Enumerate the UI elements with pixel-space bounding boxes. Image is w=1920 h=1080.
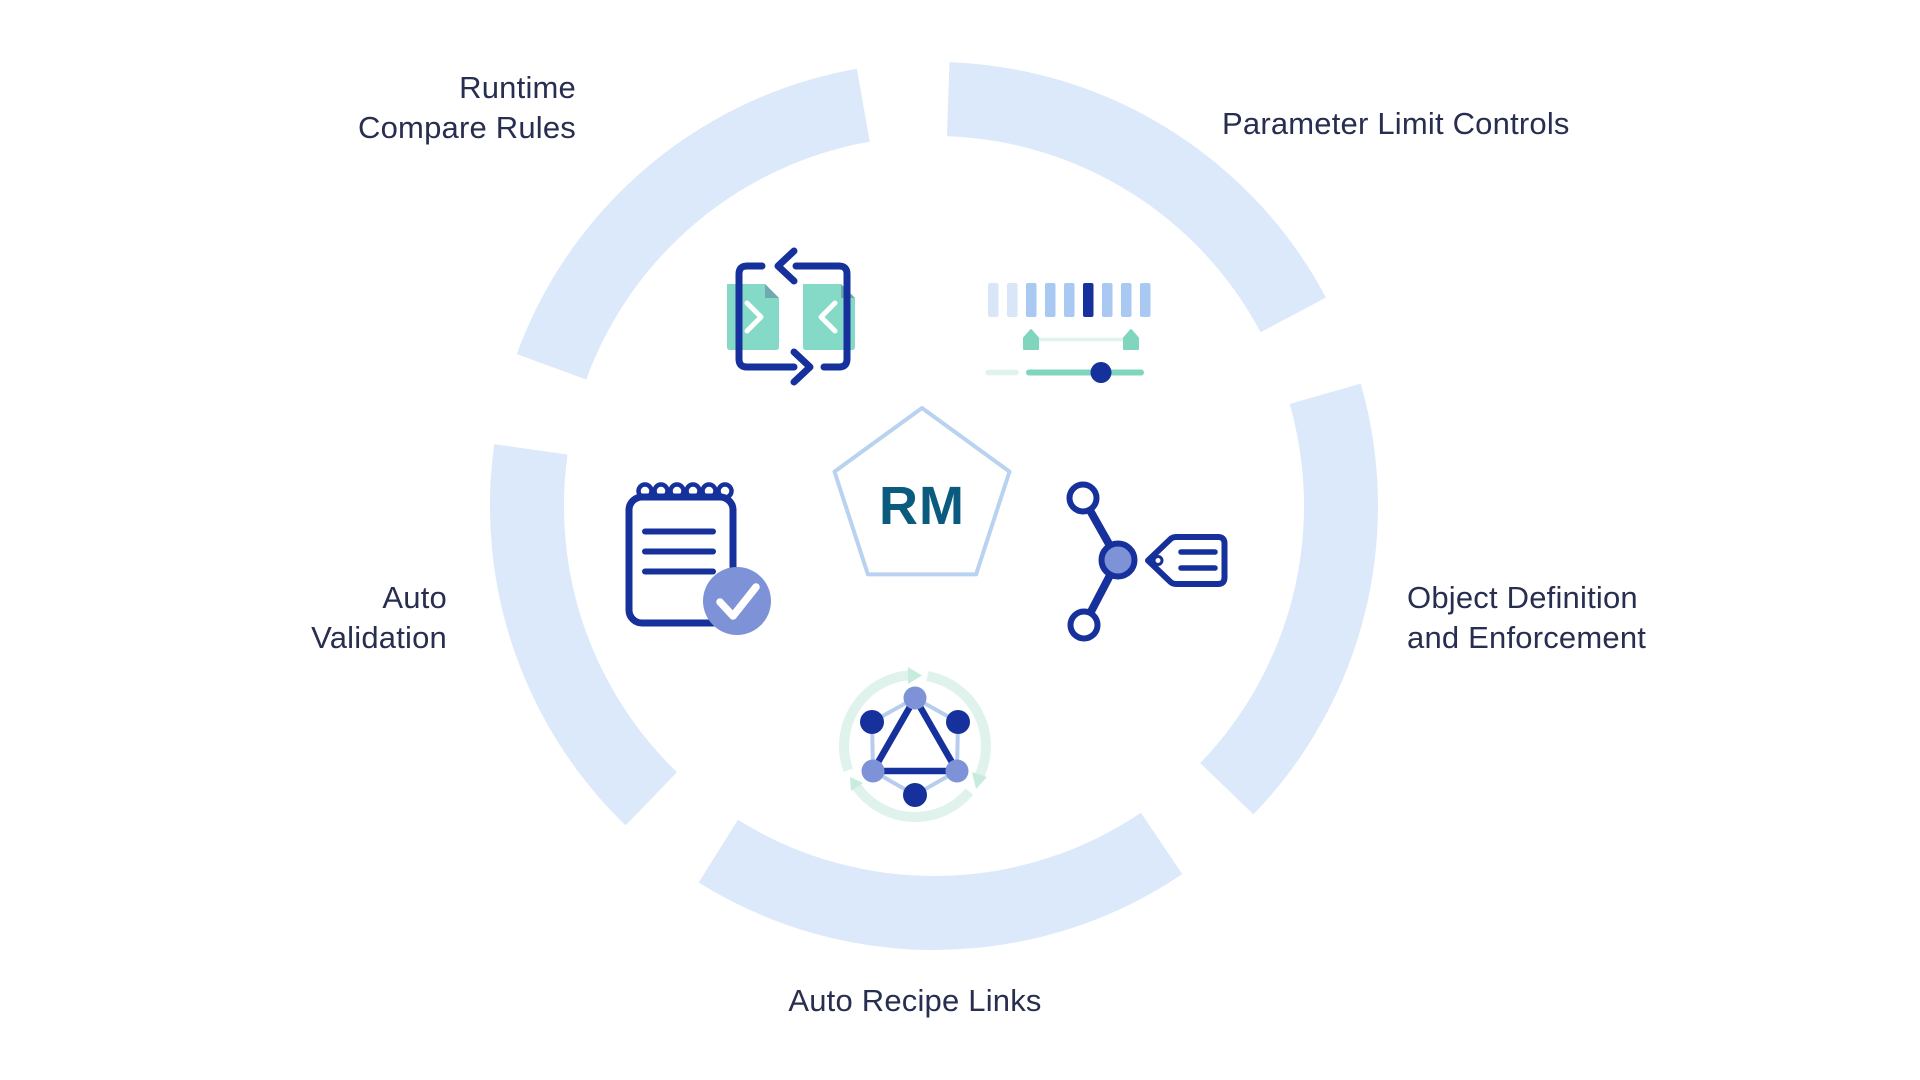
- chevron-left-glyph: [818, 300, 838, 334]
- cycle-arrowhead: [850, 777, 863, 791]
- object-tag-icon: [1066, 481, 1228, 642]
- cycle-arrowhead: [908, 667, 922, 684]
- document-compare-icon: [727, 247, 855, 386]
- checkmark-icon: [716, 583, 760, 620]
- label-line: and Enforcement: [1407, 620, 1647, 655]
- chevron-right-glyph: [744, 300, 764, 334]
- cycle-arc: [839, 670, 910, 773]
- triangle-edges: [869, 694, 961, 775]
- node-bottom: [1067, 608, 1101, 642]
- graph-node: [903, 783, 927, 807]
- ring-segment-right: [1199, 383, 1378, 815]
- label-auto-validation: Auto Validation: [311, 578, 447, 658]
- bar: [1140, 283, 1151, 317]
- ring-segment-top-right: [946, 62, 1326, 333]
- rm-pentagon-badge: RM: [832, 406, 1012, 577]
- slider-knob: [1090, 362, 1112, 383]
- ring-segment-top-left: [516, 68, 871, 380]
- cycle-loop-right: [792, 262, 851, 371]
- bar: [1045, 283, 1056, 317]
- check-badge: [703, 567, 771, 635]
- range-limits: [1023, 329, 1139, 350]
- node-center: [1098, 540, 1138, 580]
- label-line: Auto: [382, 580, 447, 615]
- label-object-definition-and-enforcement: Object Definition and Enforcement: [1407, 578, 1646, 658]
- cycle-arc: [852, 783, 974, 822]
- cycle-arc: [926, 671, 991, 779]
- bar: [1121, 283, 1132, 317]
- notepad-spiral-binding: [636, 482, 734, 500]
- graph-node: [860, 710, 884, 734]
- tag-outline: [1145, 534, 1228, 587]
- label-parameter-limit-controls: Parameter Limit Controls: [1222, 104, 1570, 144]
- tag-hole: [1152, 555, 1164, 566]
- label-runtime-compare-rules: Runtime Compare Rules: [358, 68, 576, 148]
- recipe-links-icon: [839, 667, 991, 822]
- document-right: [803, 284, 855, 350]
- histogram-bars: [988, 283, 1151, 317]
- ring-segment-left: [489, 444, 678, 826]
- value-slider: [985, 362, 1144, 383]
- bar-selected: [1083, 283, 1094, 317]
- bar: [1102, 283, 1113, 317]
- graph-node: [945, 759, 969, 783]
- label-line: Compare Rules: [358, 110, 576, 145]
- cycle-arrowhead: [972, 772, 987, 789]
- cycle-loop-left: [735, 262, 798, 371]
- graph-node: [946, 710, 970, 734]
- bar: [1026, 283, 1037, 317]
- label-line: Validation: [311, 620, 447, 655]
- refresh-cycle-ring: [839, 667, 991, 822]
- rm-label: RM: [879, 476, 965, 536]
- label-auto-recipe-links: Auto Recipe Links: [715, 981, 1115, 1021]
- pentagon-outline: [832, 406, 1012, 577]
- arrow-left-head: [774, 247, 798, 285]
- feature-ring: [489, 62, 1378, 950]
- range-handle-high: [1123, 329, 1139, 350]
- label-line: Runtime: [459, 70, 576, 105]
- validated-notepad-icon: [625, 482, 771, 635]
- bar: [1064, 283, 1075, 317]
- range-handle-low: [1023, 329, 1039, 350]
- node-top: [1066, 481, 1100, 515]
- bar: [1007, 283, 1018, 317]
- limit-slider-icon: [985, 283, 1151, 383]
- graph-node: [861, 759, 885, 783]
- label-line: Auto Recipe Links: [788, 983, 1042, 1018]
- graph-node: [903, 686, 927, 710]
- label-line: Object Definition: [1407, 580, 1638, 615]
- ring-segment-bottom: [698, 812, 1183, 950]
- label-line: Parameter Limit Controls: [1222, 106, 1570, 141]
- arrow-right-head: [790, 348, 814, 386]
- document-left-fold: [765, 284, 779, 298]
- bar: [988, 283, 999, 317]
